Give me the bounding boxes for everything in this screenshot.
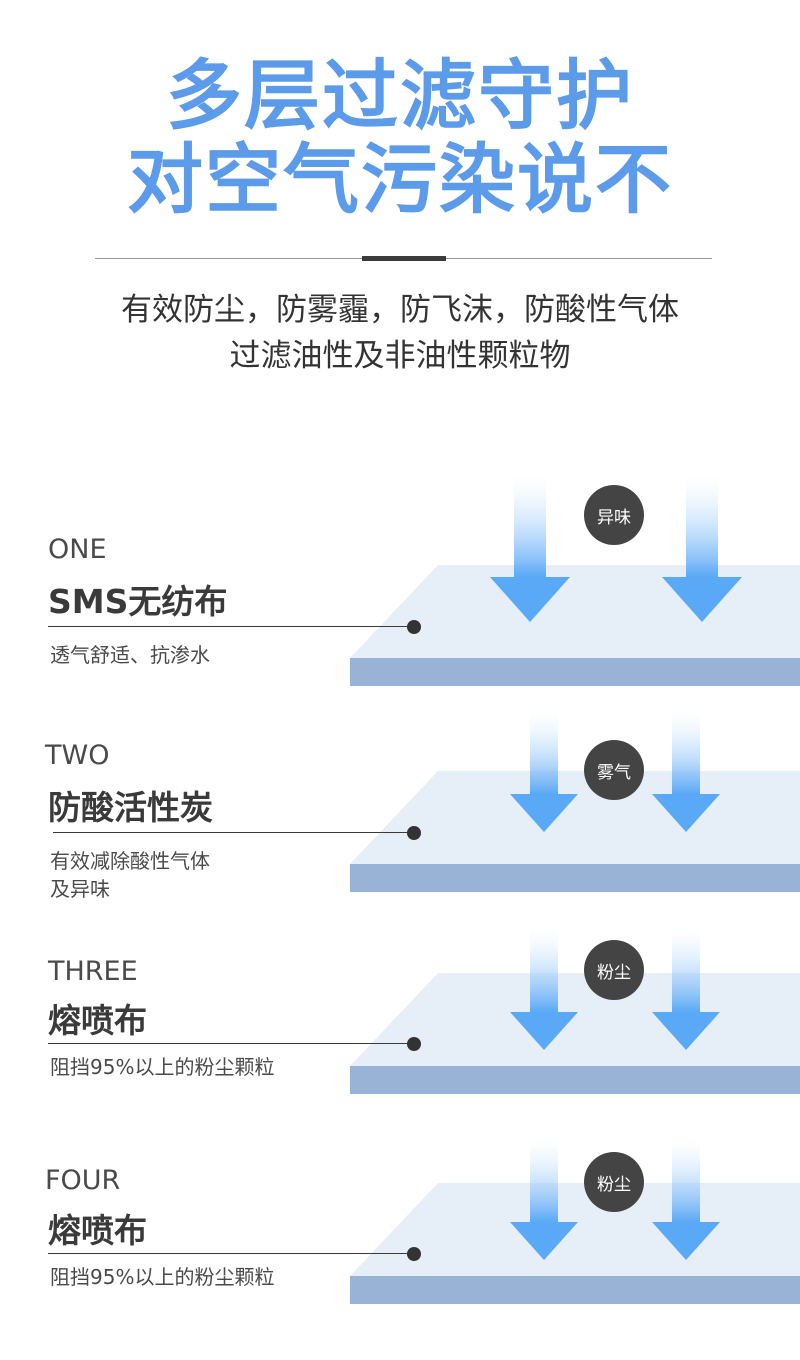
filter-layer-two: 雾气 TWO 防酸活性炭 有效减除酸性气体 及异味 [0,700,800,930]
leader-line [48,626,413,627]
subtitle-line-2: 过滤油性及非油性颗粒物 [229,338,571,374]
arrow-down-icon [510,928,578,1050]
arrow-down-icon [510,710,578,832]
leader-dot [407,826,421,840]
headline-line-2: 对空气污染说不 [127,135,673,224]
filter-sheet [350,928,800,1094]
filter-sheet [350,710,800,892]
layer-number: TWO [45,740,110,771]
headline-line-1: 多层过滤守护 [166,51,634,140]
layer-name: 熔喷布 [48,1211,147,1250]
layer-description: 透气舒适、抗渗水 [50,643,210,667]
leader-dot [407,1247,421,1261]
layer-name: 防酸活性炭 [48,788,213,827]
badge-circle: 雾气 [584,740,644,800]
badge-circle: 粉尘 [584,1152,644,1212]
badge-circle: 粉尘 [584,940,644,1000]
layer-name: 熔喷布 [48,1001,147,1040]
layer-description: 阻挡95%以上的粉尘颗粒 [50,1265,275,1289]
filter-sheet [350,1138,800,1304]
arrow-down-icon [652,710,720,832]
arrow-down-icon [652,1138,720,1260]
subtitle-line-1: 有效防尘，防雾霾，防飞沫，防酸性气体 [121,292,679,328]
leader-dot [407,1037,421,1051]
layer-description: 有效减除酸性气体 [50,849,210,873]
layer-number: ONE [48,534,107,565]
arrow-down-icon [510,1138,578,1260]
filter-layer-three: 粉尘 THREE 熔喷布 阻挡95%以上的粉尘颗粒 [0,920,800,1150]
filter-layer-four: 粉尘 FOUR 熔喷布 阻挡95%以上的粉尘颗粒 [0,1130,800,1360]
leader-line [53,832,413,833]
leader-dot [407,620,421,634]
arrow-down-icon [490,475,570,622]
layer-description: 阻挡95%以上的粉尘颗粒 [50,1055,275,1079]
layer-number: FOUR [45,1165,121,1196]
filter-sheet [350,475,800,686]
layer-name: SMS无纺布 [48,582,228,621]
layer-description-2: 及异味 [50,877,110,901]
layer-number: THREE [48,956,138,987]
arrow-down-icon [652,928,720,1050]
divider-accent [362,256,446,261]
filter-layer-one: 异味 ONE SMS无纺布 透气舒适、抗渗水 [0,460,800,690]
leader-line [48,1253,413,1254]
leader-line [48,1043,413,1044]
arrow-down-icon [662,475,742,622]
badge-circle: 异味 [584,485,644,545]
